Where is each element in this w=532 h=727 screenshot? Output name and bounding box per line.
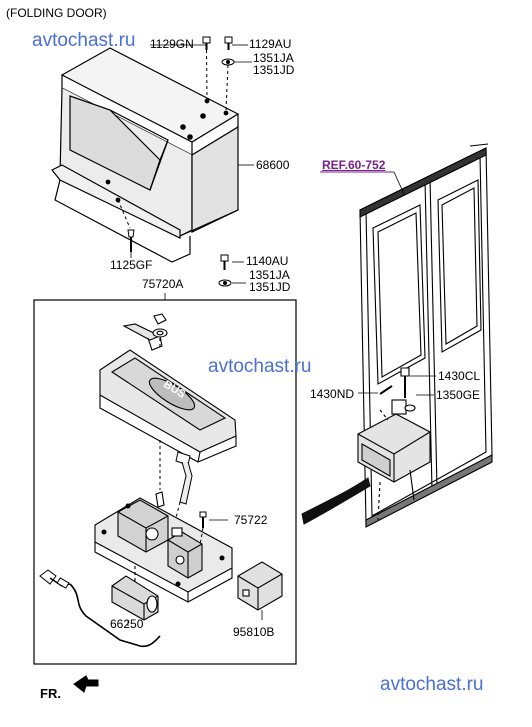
part-label-75720A[interactable]: 75720A [142,277,184,291]
part-label-1125GF[interactable]: 1125GF [110,258,153,272]
watermark-middle: avtochast.ru [208,356,312,377]
motor-base-drawing [94,491,233,603]
fasteners-top [150,36,254,166]
part-label-1129GN[interactable]: 1129GN [150,37,194,51]
connecting-link [301,477,371,525]
part-label-95810B[interactable]: 95810B [233,625,275,639]
sensor-66250 [111,566,159,626]
fr-label: FR. [40,686,61,701]
part-label-1351JA-mid[interactable]: 1351JA [249,268,290,282]
part-label-1140AU[interactable]: 1140AU [246,254,289,268]
bolt-75722 [199,511,228,546]
part-label-1430ND[interactable]: 1430ND [310,387,355,401]
part-label-66250[interactable]: 66250 [110,617,144,631]
linkage-drawing [159,440,193,523]
part-label-1351JD-top[interactable]: 1351JD [253,63,295,77]
cover-68600-drawing [51,47,240,263]
part-label-68600[interactable]: 68600 [256,158,290,172]
part-label-1350GE[interactable]: 1350GE [436,388,481,402]
watermark-top: avtochast.ru [32,30,136,51]
part-label-75722[interactable]: 75722 [234,513,268,527]
fasteners-mid [218,254,246,287]
watermark-bottom: avtochast.ru [380,674,484,695]
part-label-1129AU[interactable]: 1129AU [249,37,292,51]
diagram-title: (FOLDING DOOR) [6,6,107,20]
part-label-1351JA-top[interactable]: 1351JA [253,51,294,65]
screw-1125GF [117,199,135,258]
fr-arrow-icon [73,675,99,693]
door-mechanism-drawing [357,367,436,521]
part-label-1430CL[interactable]: 1430CL [438,369,481,383]
part-label-1351JD-mid[interactable]: 1351JD [249,280,291,294]
ref-link-60-752[interactable]: REF.60-752 [322,158,386,172]
motor-cover-drawing: BUS [99,313,237,463]
relay-95810B [237,561,283,620]
wire-harness [39,569,161,648]
